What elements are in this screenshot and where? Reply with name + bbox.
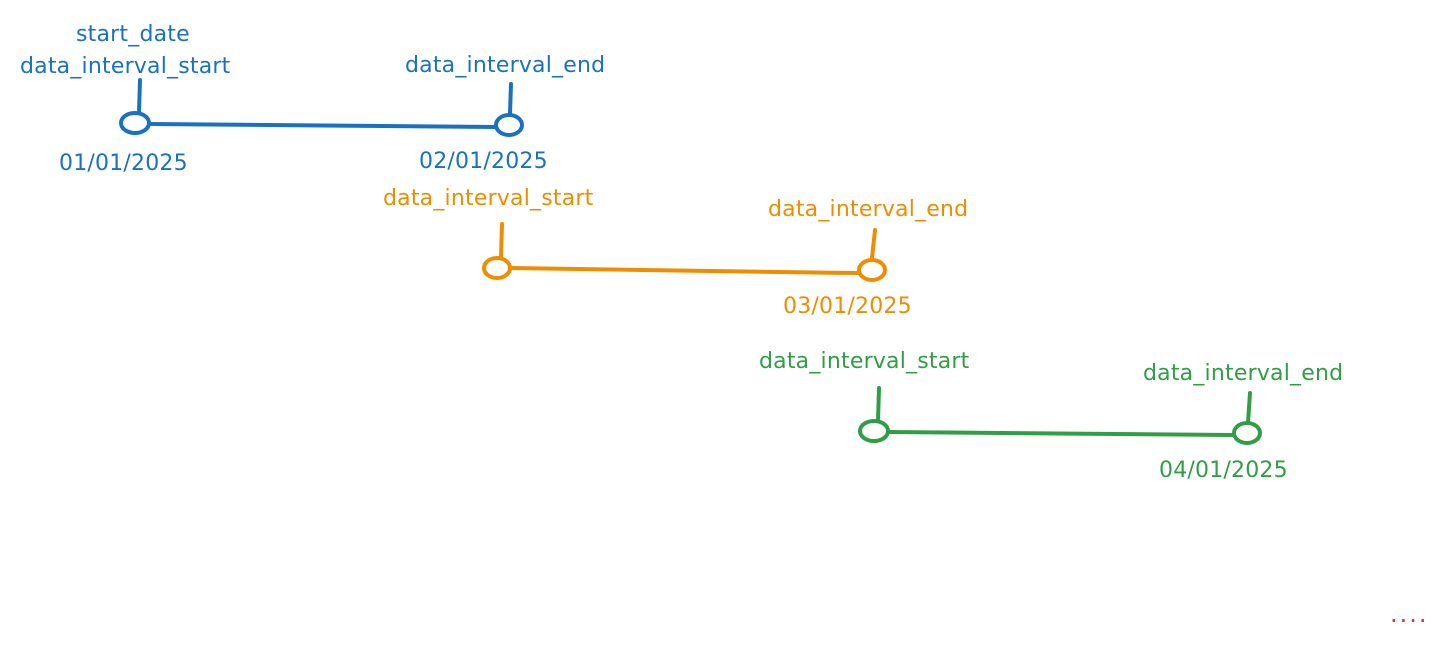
interval-3-end-tick — [1246, 391, 1252, 425]
interval-1-start-date: 01/01/2025 — [59, 151, 188, 176]
interval-3-line — [858, 386, 1262, 445]
interval-1-end-date: 02/01/2025 — [419, 149, 548, 174]
continuation-ellipsis: .... — [1390, 600, 1429, 628]
interval-3-start-circle — [858, 419, 890, 443]
interval-3-end-label: data_interval_end — [1143, 361, 1344, 386]
interval-1-end-circle — [494, 113, 524, 137]
interval-1-start-tick — [137, 78, 142, 114]
interval-2-end-tick — [870, 228, 877, 260]
interval-2-start-label: data_interval_start — [383, 186, 594, 211]
interval-2-start-circle — [482, 256, 512, 280]
interval-1-start-label: data_interval_start — [20, 54, 231, 79]
interval-1-bar — [148, 122, 498, 129]
interval-2-bar — [510, 266, 861, 275]
interval-2-end-date: 03/01/2025 — [783, 294, 912, 319]
interval-1-end-label: data_interval_end — [405, 53, 606, 78]
interval-3-start-tick — [876, 386, 881, 423]
interval-3-end-date: 04/01/2025 — [1159, 458, 1288, 483]
interval-2-start-tick — [499, 222, 504, 259]
interval-1-start-circle — [119, 111, 151, 135]
interval-2-end-label: data_interval_end — [768, 197, 969, 222]
interval-3-bar — [886, 430, 1235, 437]
interval-1-start-date-name: start_date — [76, 22, 190, 47]
interval-2-end-circle — [857, 258, 887, 282]
interval-1-line — [119, 78, 524, 137]
interval-2-line — [482, 222, 887, 282]
interval-3-start-label: data_interval_start — [759, 349, 970, 374]
interval-3-end-circle — [1232, 421, 1262, 445]
interval-1-end-tick — [508, 82, 513, 115]
